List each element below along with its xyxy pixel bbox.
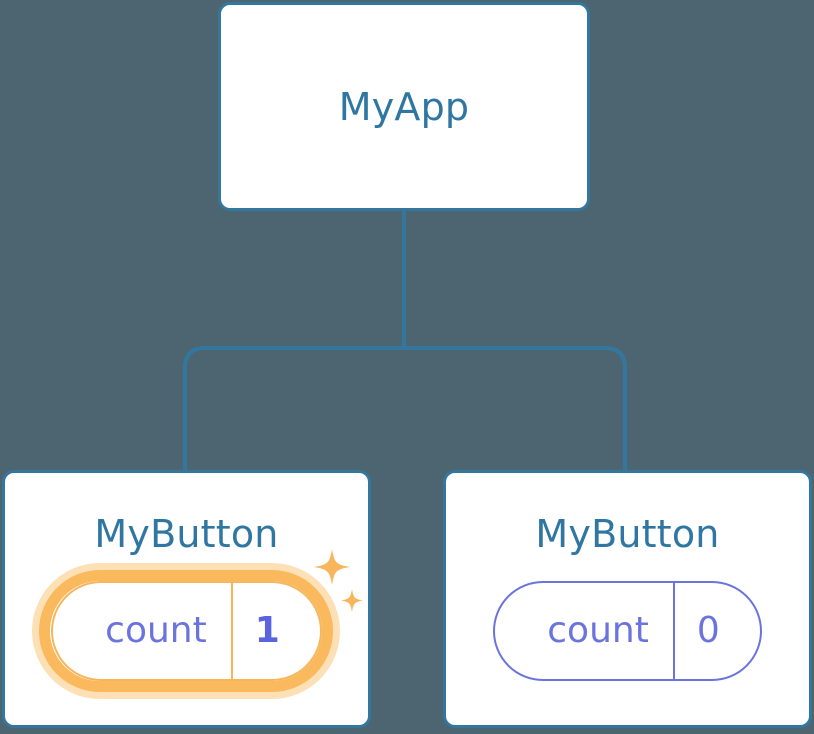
- sparkle-icon-small: [340, 589, 363, 612]
- node-title-mybutton-right: MyButton: [535, 512, 720, 556]
- node-card-mybutton-left[interactable]: MyButton count 1: [2, 470, 371, 728]
- state-key-left: count: [105, 610, 207, 651]
- state-value-left: 1: [230, 583, 320, 679]
- state-key-right: count: [547, 610, 649, 651]
- connector-branch-right: [404, 346, 627, 470]
- state-value-right: 0: [672, 583, 760, 679]
- node-title-mybutton-left: MyButton: [94, 512, 279, 556]
- node-card-mybutton-right[interactable]: MyButton count 0: [443, 470, 812, 728]
- connector-branch-left: [183, 346, 404, 470]
- state-pill-right[interactable]: count 0: [493, 581, 762, 681]
- state-pill-left[interactable]: count 1: [51, 581, 322, 681]
- sparkle-group: [313, 549, 363, 612]
- highlight-glow-ring: [39, 570, 334, 692]
- state-pill-wrapper-right: count 0: [493, 581, 762, 681]
- sparkle-icon-large: [313, 549, 350, 585]
- state-pill-wrapper-left: count 1: [32, 549, 363, 699]
- node-card-myapp[interactable]: MyApp: [218, 2, 590, 211]
- node-title-myapp: MyApp: [338, 84, 470, 129]
